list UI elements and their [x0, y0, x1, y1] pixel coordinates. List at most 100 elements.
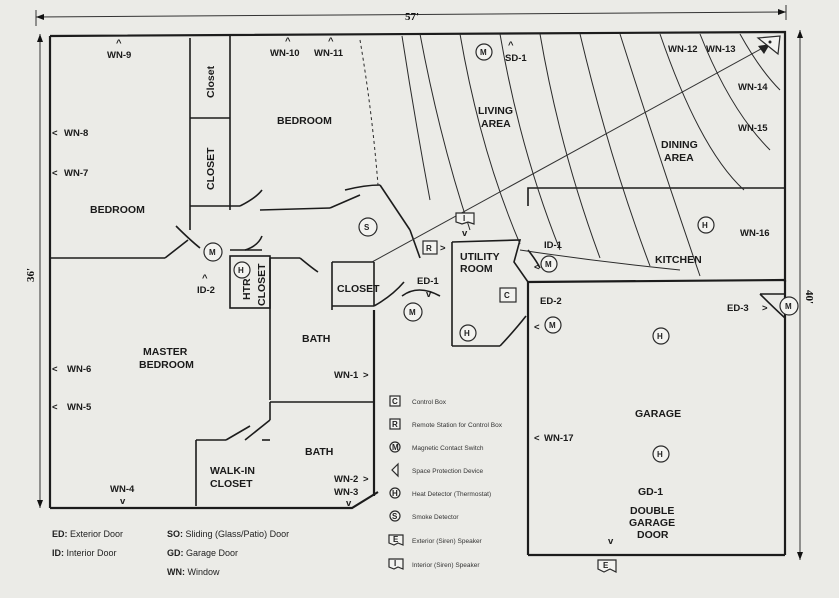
- garage-door-2: GARAGE: [629, 517, 675, 529]
- door-id1: ID-1: [544, 240, 563, 251]
- legend-smoke-detector: S Smoke Detector: [389, 510, 459, 522]
- room-kitchen: KITCHEN: [655, 254, 702, 266]
- legend-text-ed: Exterior Door: [70, 529, 123, 539]
- legend-remote-station: R Remote Station for Control Box: [389, 418, 503, 430]
- legend-text-gd: Garage Door: [186, 548, 238, 558]
- room-utility-2: ROOM: [460, 263, 493, 275]
- svg-text:<: <: [534, 262, 540, 273]
- svg-text:SO: Sliding (Glass/Patio) Door: SO: Sliding (Glass/Patio) Door: [167, 529, 289, 539]
- room-labels: BEDROOM Closet CLOSET BEDROOM LIVING ARE…: [90, 65, 702, 541]
- window-wn4: WN-4: [110, 484, 135, 495]
- room-bedroom-n: BEDROOM: [277, 115, 332, 127]
- room-htr-closet: CLOSET: [256, 263, 268, 306]
- garage-door-3: DOOR: [637, 529, 669, 541]
- svg-text:>: >: [363, 474, 369, 485]
- room-bedroom-nw: BEDROOM: [90, 204, 145, 216]
- remote-station: R>: [422, 240, 446, 255]
- svg-text:H: H: [657, 332, 663, 341]
- window-wn11: WN-11: [314, 48, 344, 59]
- heat-detector-garage-1: H: [652, 327, 670, 345]
- legend-text-so: Sliding (Glass/Patio) Door: [186, 529, 290, 539]
- window-wn3: WN-3: [334, 487, 358, 498]
- svg-text:H: H: [657, 450, 663, 459]
- window-wn2: WN-2: [334, 474, 358, 485]
- room-closet-mid: CLOSET: [205, 147, 217, 190]
- svg-text:^: ^: [116, 38, 122, 49]
- svg-text:>: >: [440, 243, 446, 254]
- window-wn15: WN-15: [738, 123, 768, 134]
- magnetic-switch-ed3: M: [779, 296, 799, 316]
- window-wn5: WN-5: [67, 402, 92, 413]
- room-garage: GARAGE: [635, 408, 681, 420]
- svg-text:S: S: [392, 512, 398, 521]
- svg-text:<: <: [52, 402, 58, 413]
- svg-text:H: H: [238, 266, 244, 275]
- svg-text:v: v: [462, 228, 468, 239]
- window-wn7: WN-7: [64, 168, 88, 179]
- space-protection-device-icon: [756, 35, 781, 56]
- svg-text:Heat Detector (Thermostat): Heat Detector (Thermostat): [412, 491, 491, 498]
- svg-text:M: M: [209, 248, 216, 257]
- room-bath-2: BATH: [305, 446, 333, 458]
- legend-heat-detector: H Heat Detector (Thermostat): [389, 487, 491, 499]
- legend-code-id: ID:: [52, 548, 64, 558]
- svg-text:<: <: [52, 128, 58, 139]
- room-dining-1: DINING: [661, 139, 698, 151]
- door-id2: ID-2: [197, 285, 215, 296]
- svg-text:WN: Window: WN: Window: [167, 567, 220, 577]
- svg-text:<: <: [52, 364, 58, 375]
- door-labels: SD-1 ^ ID-1 ED-1 v ED-2 ED-3 > ID-2 ^: [197, 40, 768, 314]
- garage-door-1: DOUBLE: [630, 505, 674, 517]
- svg-text:M: M: [480, 48, 487, 57]
- garage-door-id: GD-1: [638, 486, 663, 498]
- svg-text:C: C: [504, 291, 510, 300]
- legend-abbreviations: ED: Exterior Door ID: Interior Door SO: …: [52, 529, 289, 577]
- svg-text:ED: Exterior Door: ED: Exterior Door: [52, 529, 123, 539]
- svg-text:>: >: [363, 370, 369, 381]
- room-master-2: BEDROOM: [139, 359, 194, 371]
- svg-text:<: <: [534, 433, 540, 444]
- control-box: C: [499, 287, 517, 303]
- svg-text:M: M: [392, 443, 399, 452]
- legend-symbols: C Control Box R Remote Station for Contr…: [388, 395, 503, 570]
- svg-text:Exterior (Siren) Speaker: Exterior (Siren) Speaker: [412, 538, 483, 545]
- room-walkin-2: CLOSET: [210, 478, 253, 490]
- dimension-right: 40': [803, 290, 815, 304]
- svg-text:v: v: [120, 496, 126, 507]
- legend-magnetic-switch: M Magnetic Contact Switch: [389, 441, 484, 453]
- svg-text:Control Box: Control Box: [412, 399, 447, 406]
- room-closet-top: Closet: [205, 65, 217, 98]
- sensor-symbols: M M H S M H M M M H H H C R> Iv E < < v: [203, 35, 799, 573]
- svg-text:Smoke Detector: Smoke Detector: [412, 514, 459, 521]
- svg-text:<: <: [534, 322, 540, 333]
- svg-text:>: >: [762, 303, 768, 314]
- heat-detector-utility: H: [459, 324, 477, 342]
- window-labels: WN-9 ^ WN-10 ^ WN-11 ^ WN-12 WN-13 WN-14…: [52, 36, 770, 509]
- room-living-2: AREA: [481, 118, 511, 130]
- svg-text:E: E: [393, 535, 399, 544]
- room-walkin-1: WALK-IN: [210, 465, 255, 477]
- legend-space-protection: Space Protection Device: [391, 462, 484, 478]
- svg-text:Remote Station for Control Box: Remote Station for Control Box: [412, 422, 503, 429]
- svg-text:M: M: [545, 260, 552, 269]
- space-protection-coverage: [359, 33, 781, 277]
- door-sd1: SD-1: [505, 53, 527, 64]
- svg-text:^: ^: [328, 36, 334, 47]
- svg-text:^: ^: [508, 40, 514, 51]
- interior-speaker-icon: Iv: [455, 212, 475, 239]
- svg-text:^: ^: [202, 273, 208, 284]
- dimension-left: 36': [25, 268, 37, 282]
- window-wn10: WN-10: [270, 48, 300, 59]
- legend-code-so: SO:: [167, 529, 183, 539]
- svg-text:M: M: [549, 321, 556, 330]
- smoke-detector: S: [358, 217, 378, 237]
- legend-text-wn: Window: [188, 567, 221, 577]
- heat-detector-garage-2: H: [652, 445, 670, 463]
- window-wn17: WN-17: [544, 433, 574, 444]
- room-bath-1: BATH: [302, 333, 330, 345]
- svg-text:C: C: [392, 397, 398, 406]
- window-wn16: WN-16: [740, 228, 770, 239]
- svg-text:I: I: [394, 559, 396, 568]
- svg-text:Magnetic Contact Switch: Magnetic Contact Switch: [412, 445, 484, 452]
